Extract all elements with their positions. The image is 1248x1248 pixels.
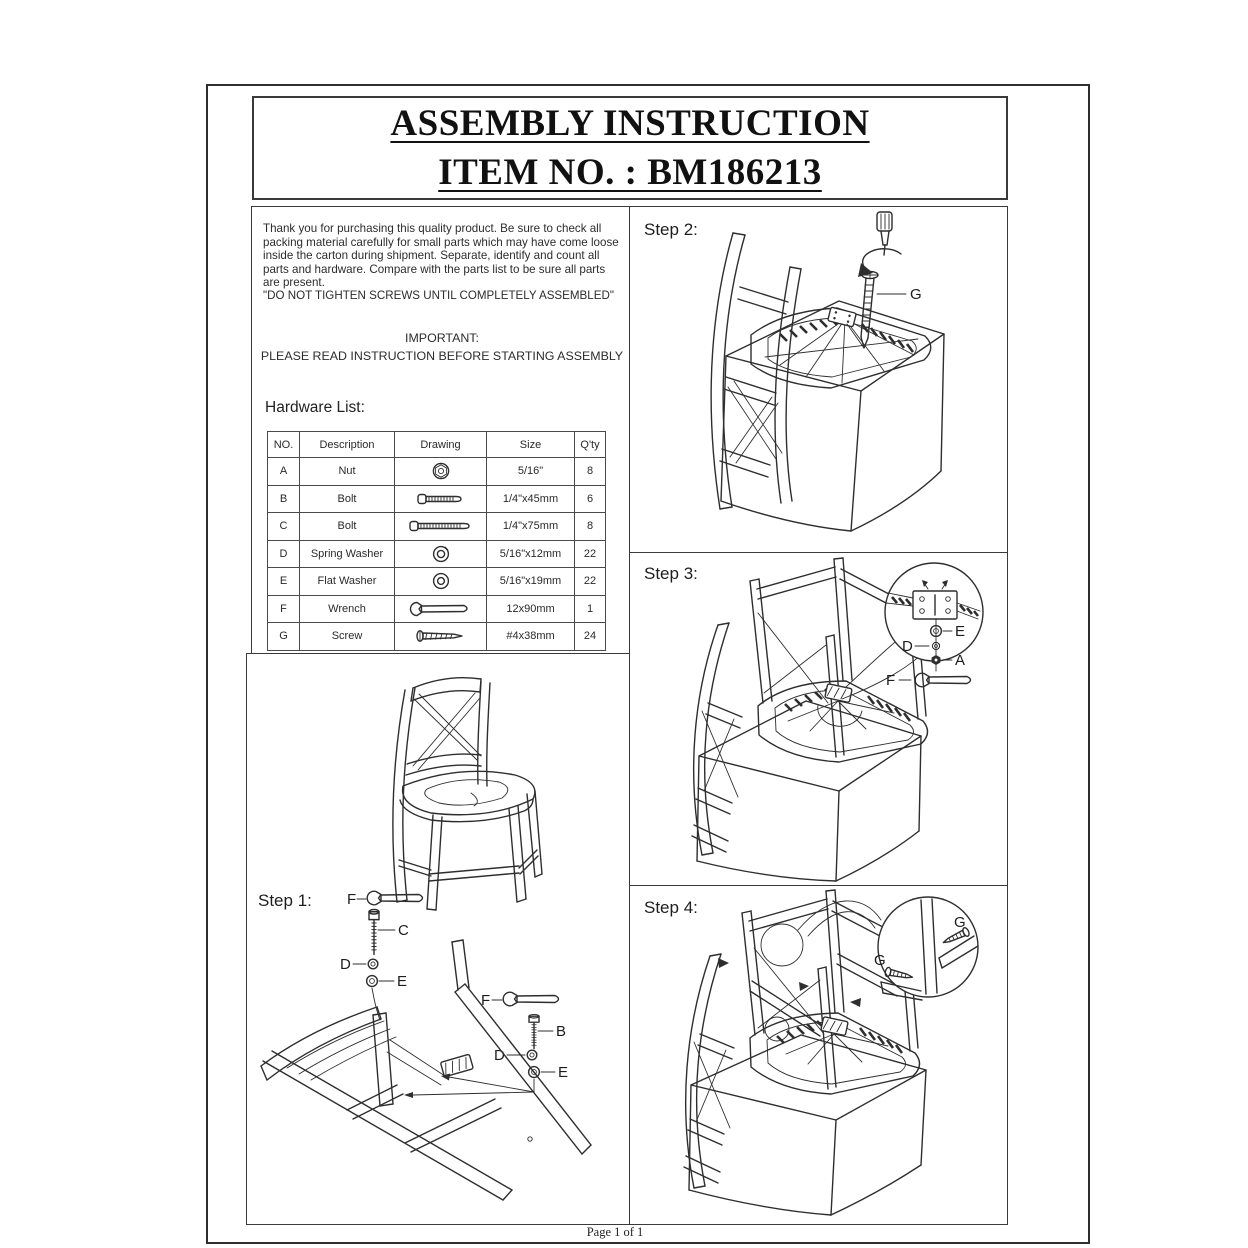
nut-icon [397,462,484,480]
step4-diagram: G G [683,889,979,1216]
page-title: ASSEMBLY INSTRUCTION [390,102,870,144]
hardware-table-row: D Spring Washer 5/16"x12mm 22 [267,539,606,568]
spring-washer-icon [367,958,379,970]
step1-section: Step 1: F C D E F B D E [246,653,633,1225]
callout-f-left-label: F [347,891,356,908]
col-qty: Q'ty [574,431,606,458]
callout-d-label: D [902,638,913,655]
callout-f-right-label: F [481,992,490,1009]
wrench-icon [366,890,424,906]
spring-washer-icon [397,544,484,564]
warning-line: "DO NOT TIGHTEN SCREWS UNTIL COMPLETELY … [263,289,614,302]
step2-section: Step 2: [629,206,1008,556]
callout-d-right-label: D [494,1047,505,1064]
step4-section: Step 4: [629,885,1008,1225]
upside-down-chair-illustration [710,232,932,510]
bolt-long-icon [397,518,484,534]
shipping-box-illustration [696,700,922,882]
corner-bracket [827,306,857,328]
screw-g-icon [846,270,879,349]
bolt-short-icon [397,491,484,507]
chair-back [392,677,491,903]
callout-g-left-label: G [874,952,886,969]
hardware-table-row: C Bolt 1/4"x75mm 8 [267,512,606,541]
col-no: NO. [267,431,300,458]
important-label: IMPORTANT: [405,331,479,345]
chair-back-frame-illustration [260,939,592,1201]
hardware-table-body: A Nut 5/16" 8 B Bolt 1/4"x45mm 6 C Bolt … [267,457,606,651]
callout-f-label: F [886,672,895,689]
wrench-icon [502,991,560,1007]
hardware-table-row: G Screw #4x38mm 24 [267,622,606,651]
shipping-box-illustration [720,300,945,532]
hardware-table-row: A Nut 5/16" 8 [267,457,606,486]
screwdriver-icon [858,211,902,277]
flat-washer-icon [365,974,379,988]
callout-a-label: A [955,652,965,669]
flat-washer-icon [397,571,484,591]
spring-washer-icon [526,1049,538,1061]
step1-label: Step 1: [258,891,312,910]
bolt-b-icon [528,1013,540,1050]
hardware-list-heading: Hardware List: [265,399,365,416]
chair-legs [398,790,543,911]
col-drawing: Drawing [394,431,487,458]
callout-g-label: G [910,286,922,303]
item-number: ITEM NO. : BM186213 [438,151,822,193]
shipping-box-illustration [688,1034,927,1216]
bracket-detail-circle: E D A [884,562,984,672]
col-size: Size [486,431,575,458]
callout-e-left-label: E [397,973,407,990]
callout-g-top-label: G [954,914,966,931]
callout-e-label: E [955,623,965,640]
intro-hardware-section: Thank you for purchasing this quality pr… [251,206,633,655]
hardware-table-row: E Flat Washer 5/16"x19mm 22 [267,567,606,596]
step2-label: Step 2: [644,220,698,239]
step3-section: Step 3: [629,552,1008,889]
intro-paragraph: Thank you for purchasing this quality pr… [263,222,619,290]
chair-seat [399,770,536,823]
hardware-table-row: F Wrench 12x90mm 1 [267,594,606,623]
important-text: PLEASE READ INSTRUCTION BEFORE STARTING … [260,349,624,363]
page-footer: Page 1 of 1 [586,1225,644,1239]
callout-b-label: B [556,1023,566,1040]
hardware-table-header-row: NO. Description Drawing Size Q'ty [267,431,606,458]
corner-bracket [440,1053,474,1078]
hardware-table: NO. Description Drawing Size Q'ty A Nut … [267,431,606,651]
stretcher-screw-detail-circle: G G [874,896,979,1001]
step4-label: Step 4: [644,898,698,917]
hardware-table-row: B Bolt 1/4"x45mm 6 [267,484,606,513]
assembled-chair-illustration [392,677,543,911]
wrench-icon [397,600,484,618]
callout-e-right-label: E [558,1064,568,1081]
step1-diagram: F C D E F B D E [260,890,592,1201]
callout-d-left-label: D [340,956,351,973]
col-description: Description [299,431,395,458]
upside-down-chair-with-stretchers-illustration [683,889,921,1189]
title-box: ASSEMBLY INSTRUCTION ITEM NO. : BM186213 [252,96,1008,200]
step2-diagram: G [710,211,945,532]
screw-icon [397,628,484,644]
bolt-c-icon [368,908,380,956]
step3-label: Step 3: [644,564,698,583]
callout-c-label: C [398,922,409,939]
step3-diagram: E D A F [691,557,984,882]
